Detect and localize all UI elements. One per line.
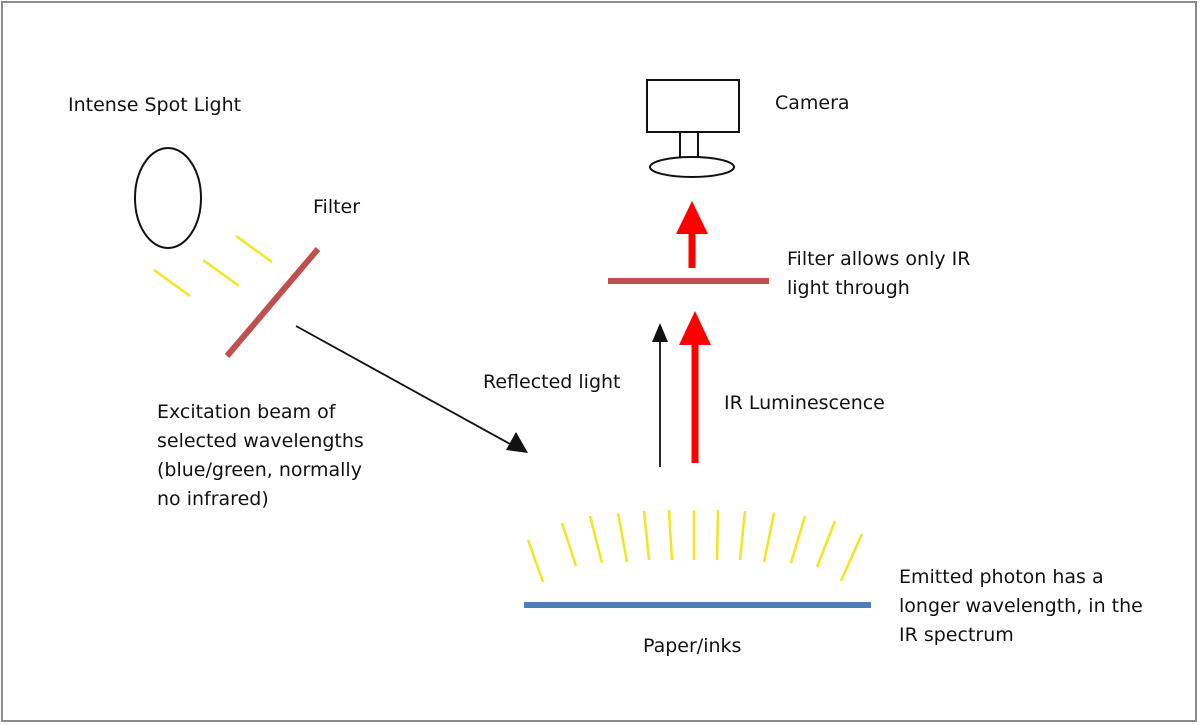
ir-filter-label: Filter allows only IR light through <box>787 245 970 303</box>
emitted-line-2: longer wavelength, in the <box>899 595 1143 617</box>
excitation-filter <box>224 247 321 358</box>
emission-ray-1 <box>526 539 545 583</box>
excitation-line-4: no infrared) <box>157 488 269 510</box>
paper-label: Paper/inks <box>643 635 742 657</box>
spot-light-icon <box>134 147 202 249</box>
reflected-light-label: Reflected light <box>483 371 621 393</box>
emission-ray-2 <box>560 522 578 567</box>
emitted-photon-label: Emitted photon has a longer wavelength, … <box>899 563 1143 650</box>
excitation-beam-arrowhead <box>506 432 528 453</box>
emission-ray-13 <box>839 533 864 582</box>
emission-ray-10 <box>762 512 776 563</box>
emission-ray-12 <box>815 520 837 568</box>
emitted-line-3: IR spectrum <box>899 624 1014 646</box>
camera-base <box>649 156 735 178</box>
emission-ray-5 <box>642 510 651 561</box>
excitation-line-2: selected wavelengths <box>157 430 364 452</box>
emission-ray-6 <box>667 509 674 561</box>
ir-luminescence-label: IR Luminescence <box>724 392 885 414</box>
ir-luminescence-head <box>679 311 711 345</box>
spot-light-label: Intense Spot Light <box>68 94 242 116</box>
camera-body <box>646 79 740 133</box>
spot-ray-1 <box>235 234 273 264</box>
emission-ray-8 <box>715 509 720 561</box>
ir-filter-line-1: Filter allows only IR <box>787 248 971 270</box>
excitation-line-3: (blue/green, normally <box>157 459 362 481</box>
spot-light-rays <box>153 234 273 298</box>
camera-stem <box>679 131 699 161</box>
filter-label: Filter <box>313 196 361 218</box>
spot-ray-2 <box>202 258 240 288</box>
emission-ray-4 <box>616 512 629 563</box>
emission-ray-9 <box>738 510 747 561</box>
spot-ray-3 <box>153 268 191 298</box>
emission-ray-11 <box>789 515 807 564</box>
reflected-light-head <box>652 323 668 342</box>
camera-label: Camera <box>775 92 850 114</box>
emission-ray-3 <box>588 515 604 564</box>
excitation-beam-label: Excitation beam of selected wavelengths … <box>157 398 364 514</box>
excitation-line-1: Excitation beam of <box>157 401 336 423</box>
ir-filter-line-2: light through <box>787 277 910 299</box>
emitted-line-1: Emitted photon has a <box>899 566 1104 588</box>
excitation-beam-arrow <box>295 325 511 445</box>
emission-rays <box>526 509 864 583</box>
camera-icon <box>646 79 740 178</box>
ir-arrow-upper-head <box>676 201 708 234</box>
